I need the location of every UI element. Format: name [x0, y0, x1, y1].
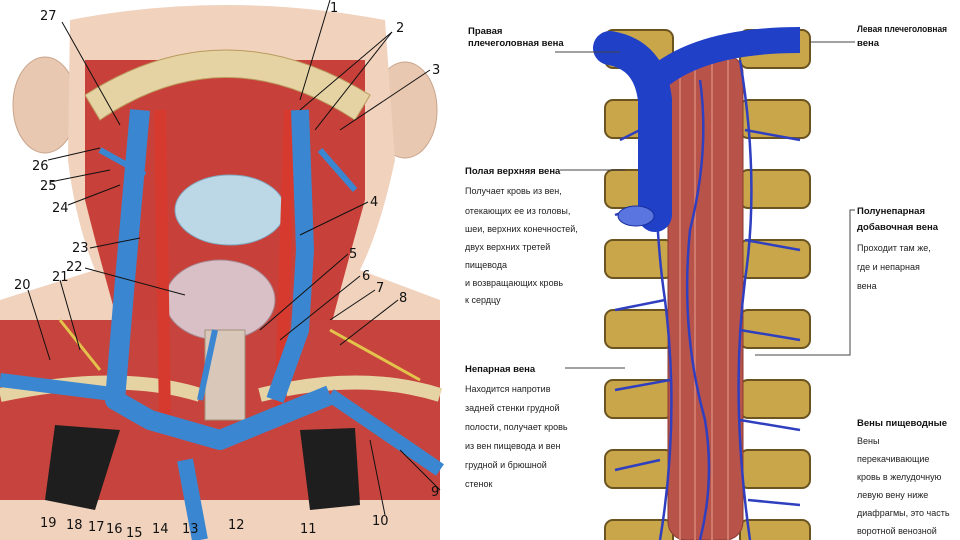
- vertebra-left-process: [605, 310, 673, 348]
- vertebra-right-process: [740, 310, 810, 348]
- label-number-25: 25: [40, 179, 57, 194]
- neck-anatomy-figure: 27 26 25 24 23 22 21 20 1 2 3 4 5 6 7 8 …: [0, 0, 440, 540]
- label-line: из вен пищевода и вен: [465, 441, 560, 451]
- label-number-20: 20: [14, 278, 31, 293]
- label-line: вена: [857, 38, 880, 49]
- label-line: Проходит там же,: [857, 243, 931, 253]
- label-number-26: 26: [32, 159, 49, 174]
- vertebra-right-process: [740, 450, 810, 488]
- label-number-24: 24: [52, 201, 69, 216]
- label-line: Находится напротив: [465, 384, 551, 394]
- label-number-1: 1: [330, 1, 338, 16]
- label-left-brachiocephalic-vein: Левая плечеголовная вена: [857, 24, 947, 49]
- label-number-6: 6: [362, 269, 370, 284]
- label-number-23: 23: [72, 241, 89, 256]
- label-line: воротной венозной: [857, 526, 937, 536]
- label-number-4: 4: [370, 195, 378, 210]
- label-line: задней стенки грудной: [465, 403, 560, 413]
- label-number-2: 2: [396, 21, 404, 36]
- label-number-27: 27: [40, 9, 57, 24]
- label-title: Полая верхняя вена: [465, 166, 561, 177]
- label-line: плечеголовная вена: [468, 38, 564, 49]
- label-number-21: 21: [52, 270, 69, 285]
- vertebra-left-process: [605, 240, 673, 278]
- label-line: вена: [857, 281, 877, 291]
- label-line: диафрагмы, это часть: [857, 508, 950, 518]
- label-number-9: 9: [431, 485, 439, 500]
- spine-veins-figure: Правая плечеголовная вена Левая плечегол…: [465, 24, 950, 540]
- label-number-5: 5: [349, 247, 357, 262]
- label-line: кровь в желудочную: [857, 472, 942, 482]
- label-number-8: 8: [399, 291, 407, 306]
- label-number-18: 18: [66, 518, 83, 533]
- label-line: левую вену ниже: [857, 490, 928, 500]
- label-number-3: 3: [432, 63, 440, 78]
- label-number-15: 15: [126, 526, 143, 540]
- label-azygos-vein: Непарная вена Находится напротив задней …: [465, 364, 568, 489]
- label-line: стенок: [465, 479, 493, 489]
- label-line: Получает кровь из вен,: [465, 186, 562, 196]
- label-number-19: 19: [40, 516, 57, 531]
- label-right-brachiocephalic-vein: Правая плечеголовная вена: [468, 26, 564, 49]
- vertebra-right-process: [740, 380, 810, 418]
- label-line: пищевода: [465, 260, 507, 270]
- label-number-10: 10: [372, 514, 389, 529]
- label-line: перекачивающие: [857, 454, 929, 464]
- label-title: Правая: [468, 26, 502, 37]
- label-line: двух верхних третей: [465, 242, 550, 252]
- label-number-16: 16: [106, 522, 123, 537]
- vertebra-right-process: [740, 100, 810, 138]
- label-line: отекающих ее из головы,: [465, 206, 570, 216]
- label-superior-vena-cava: Полая верхняя вена Получает кровь из вен…: [465, 166, 578, 305]
- label-line: где и непарная: [857, 262, 920, 272]
- label-title: Непарная вена: [465, 364, 536, 375]
- label-line: шеи, верхних конечностей,: [465, 224, 578, 234]
- label-line: к сердцу: [465, 295, 501, 305]
- label-title: Полунепарная: [857, 206, 925, 217]
- label-number-12: 12: [228, 518, 245, 533]
- label-number-17: 17: [88, 520, 105, 535]
- label-esophageal-veins: Вены пищеводные Вены перекачивающие кров…: [857, 418, 950, 536]
- label-number-14: 14: [152, 522, 169, 537]
- label-hemiazygos-accessory-vein: Полунепарная добавочная вена Проходит та…: [857, 206, 939, 291]
- label-line: добавочная вена: [857, 222, 939, 233]
- label-title: Левая плечеголовная: [857, 24, 947, 35]
- label-line: и возвращающих кровь: [465, 278, 563, 288]
- label-number-13: 13: [182, 522, 199, 537]
- label-number-7: 7: [376, 281, 384, 296]
- label-line: полости, получает кровь: [465, 422, 568, 432]
- label-number-11: 11: [300, 522, 317, 537]
- label-line: Вены: [857, 436, 879, 446]
- label-line: грудной и брюшной: [465, 460, 547, 470]
- label-title: Вены пищеводные: [857, 418, 947, 429]
